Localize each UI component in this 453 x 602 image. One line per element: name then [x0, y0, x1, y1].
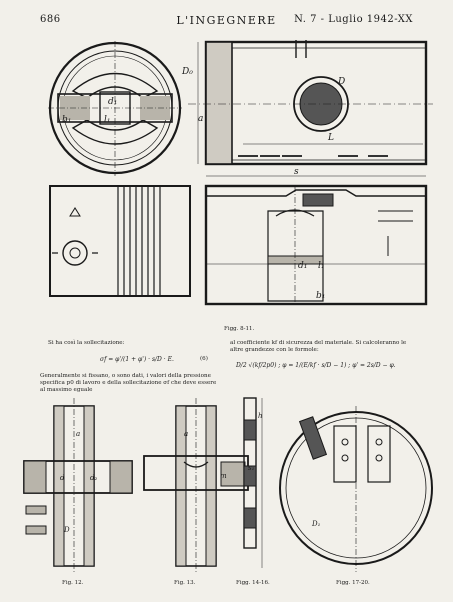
label-d2-12: d₂ — [90, 474, 97, 482]
text-left-para: Generalmente si fissano, o sono dati, i … — [40, 373, 217, 394]
fig-17-20-drawing — [279, 406, 433, 572]
issue-info: N. 7 - Luglio 1942-XX — [294, 14, 413, 25]
journal-title: L'INGEGNERE — [176, 14, 277, 27]
text-right-para: al coefficiente kf di sicurezza del mate… — [230, 340, 407, 354]
page-number: 686 — [40, 14, 61, 25]
label-D: D — [337, 77, 345, 87]
figure-12-20: a d d₂ D a m s₁ h D₁ — [23, 397, 433, 574]
caption-fig-14-16: Figg. 14-16. — [236, 580, 270, 586]
label-D1-17: D₁ — [311, 520, 321, 528]
label-a-12: a — [76, 430, 80, 438]
piston-top-view — [48, 41, 182, 176]
text-intro: Si ha così la sollecitazione: — [48, 340, 125, 346]
fig-14-16-drawing — [243, 397, 263, 568]
piston-side-view — [49, 185, 191, 297]
label-L: L — [327, 133, 334, 143]
piston-section — [188, 40, 433, 177]
label-s1-16: s₁ — [248, 464, 255, 472]
label-a: a — [198, 114, 203, 124]
label-a-13: a — [184, 430, 188, 438]
label-l1: l₁ — [104, 115, 111, 125]
label-D-12: D — [63, 526, 70, 534]
caption-fig-13: Fig. 13. — [174, 580, 196, 586]
fig-12-drawing — [23, 398, 133, 574]
label-D0: D₀ — [181, 67, 193, 77]
label-m-13: m — [220, 472, 227, 480]
label-b1-pin: b₁ — [316, 291, 325, 301]
label-l1-pin: l₁ — [318, 261, 325, 271]
caption-fig-12: Fig. 12. — [62, 580, 84, 586]
label-h-16: h — [258, 412, 263, 420]
equation-number: (6) — [200, 356, 208, 362]
fig-13-drawing — [143, 398, 249, 574]
equation-stress: σf = φ'/(1 + φ') · s/D · E. — [100, 356, 174, 363]
equation-formulas: D/2 √(kf/2p0) ; φ = 1/(E/kf · s/D − 1) ;… — [236, 362, 396, 369]
piston-pin-section — [204, 184, 428, 306]
caption-fig-17-20: Figg. 17-20. — [336, 580, 370, 586]
label-s: s — [294, 167, 299, 177]
caption-fig-8-11: Figg. 8-11. — [224, 326, 255, 332]
label-d-12: d — [60, 474, 65, 482]
label-d1: d₁ — [108, 97, 117, 107]
label-d1-pin: d₁ — [298, 261, 307, 271]
label-b1: b₁ — [62, 115, 71, 125]
figure-8-11: D₀ D L a d₁ l₁ b₁ s d₁ l₁ b₁ — [48, 40, 433, 306]
